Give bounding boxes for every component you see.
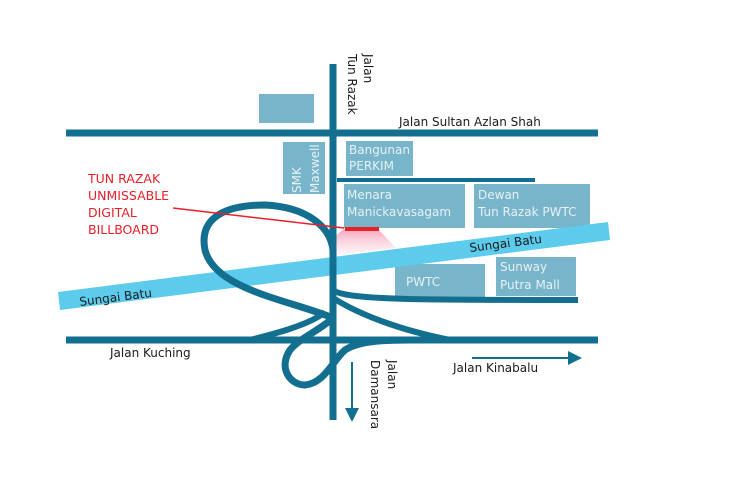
building-pwtc bbox=[395, 264, 485, 298]
label-damansara-1: Jalan bbox=[385, 359, 399, 389]
billboard-label-4: BILLBOARD bbox=[88, 222, 159, 237]
label-menara-1: Menara bbox=[347, 188, 392, 202]
billboard-marker bbox=[345, 227, 379, 231]
building-sunway bbox=[496, 257, 576, 296]
label-kinabalu: Jalan Kinabalu bbox=[452, 361, 538, 375]
building-smk-maxwell bbox=[283, 142, 325, 194]
damansara-arrow-head bbox=[345, 408, 359, 422]
label-smk-maxwell: SMK bbox=[290, 166, 304, 193]
billboard-pointer bbox=[172, 207, 345, 229]
billboard-glow bbox=[330, 229, 396, 256]
label-sultan-azlan-shah: Jalan Sultan Azlan Shah bbox=[398, 115, 541, 129]
building-menara bbox=[344, 184, 465, 228]
label-sunway-2: Putra Mall bbox=[500, 278, 560, 292]
billboard-label-1: TUN RAZAK bbox=[87, 171, 161, 186]
billboard-label-2: UNMISSABLE bbox=[88, 188, 169, 203]
label-tun-razak-1: Jalan bbox=[361, 53, 375, 83]
label-dewan-1: Dewan bbox=[478, 188, 519, 202]
label-damansara-2: Damansara bbox=[368, 360, 382, 429]
roads bbox=[66, 64, 598, 420]
building-unnamed bbox=[259, 94, 314, 123]
label-menara-2: Manickavasagam bbox=[347, 205, 451, 219]
label-dewan-2: Tun Razak PWTC bbox=[477, 205, 576, 219]
label-pwtc: PWTC bbox=[406, 275, 440, 289]
label-smk-maxwell-2: Maxwell bbox=[308, 144, 322, 193]
building-perkim bbox=[346, 141, 413, 176]
label-perkim-1: Bangunan bbox=[349, 143, 410, 157]
label-sunway-1: Sunway bbox=[500, 260, 547, 274]
label-perkim-2: PERKIM bbox=[349, 159, 394, 173]
label-kuching: Jalan Kuching bbox=[109, 346, 191, 360]
kinabalu-arrow-head bbox=[568, 351, 582, 365]
label-tun-razak-2: Tun Razak bbox=[345, 53, 359, 115]
billboard-label-3: DIGITAL bbox=[88, 205, 137, 220]
building-dewan bbox=[474, 184, 590, 228]
